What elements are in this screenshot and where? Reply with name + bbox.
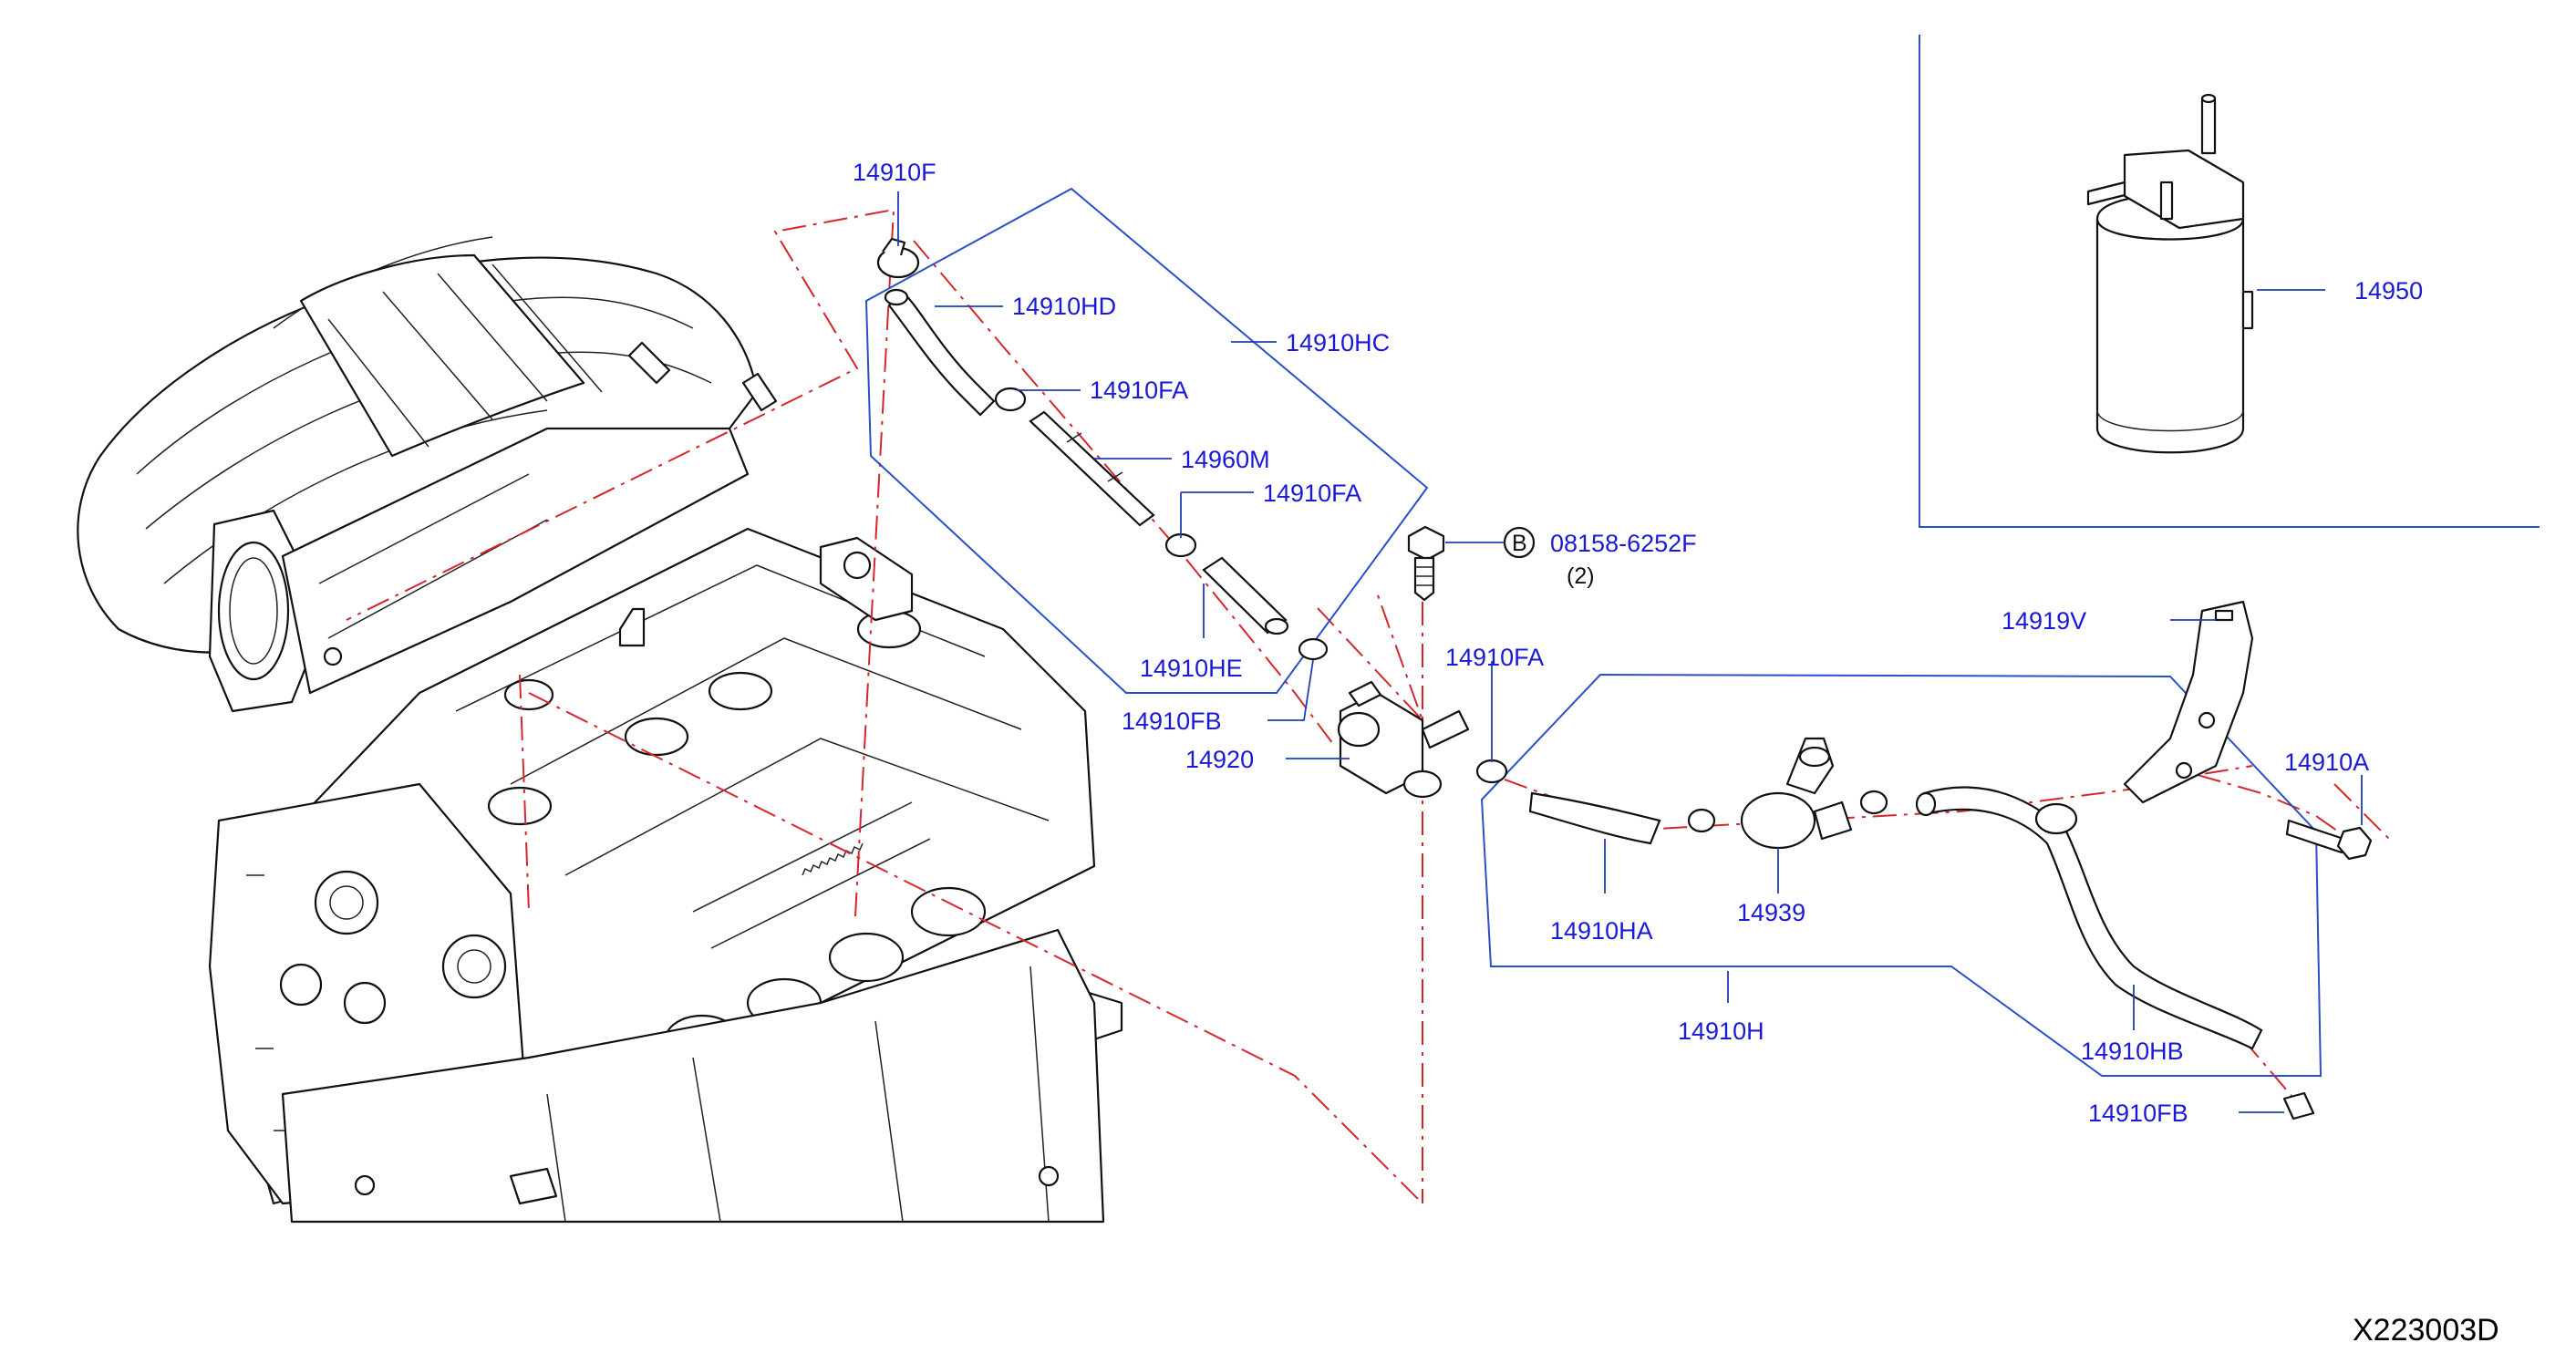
hose-14910hd	[884, 288, 996, 417]
label-14910a: 14910A	[2284, 749, 2369, 776]
bolt-08158-6252f	[1407, 525, 1445, 602]
label-14910hc: 14910HC	[1286, 329, 1390, 356]
clamp-14910fb-2	[2282, 1091, 2315, 1121]
label-14960m: 14960M	[1181, 446, 1270, 473]
clamp-14910fa-3	[1475, 759, 1508, 784]
label-14910fb-2: 14910FB	[2088, 1100, 2188, 1127]
intake-manifold	[77, 236, 778, 713]
engine-block	[208, 782, 1105, 1224]
group-outline-14910h	[1480, 673, 2323, 1077]
centerlines	[346, 208, 2390, 1204]
label-14910f: 14910F	[853, 159, 936, 186]
engine-assembly	[77, 236, 1123, 1224]
hose-14910he	[1202, 556, 1289, 635]
canister-frame	[1919, 35, 2540, 528]
label-14910ha: 14910HA	[1550, 917, 1653, 945]
label-14910fa-1: 14910FA	[1090, 377, 1188, 404]
clamp-14910ha	[1687, 808, 1716, 833]
label-14910h: 14910H	[1678, 1017, 1764, 1045]
diagram-code: X223003D	[2353, 1313, 2499, 1348]
hose-14910hb	[1915, 786, 2263, 1050]
bolt-badge-letter: B	[1512, 531, 1527, 556]
label-14910hd: 14910HD	[1012, 293, 1116, 320]
label-14920: 14920	[1185, 746, 1254, 773]
label-bolt-quantity: (2)	[1567, 563, 1595, 589]
label-14939: 14939	[1737, 899, 1805, 926]
hose-14910ha	[1528, 791, 1661, 845]
clamp-14910fa-1	[994, 387, 1027, 412]
label-14910hb: 14910HB	[2081, 1038, 2184, 1065]
label-14910fb-1: 14910FB	[1122, 707, 1222, 735]
valve-14920	[1337, 680, 1470, 799]
label-14910he: 14910HE	[1140, 655, 1243, 682]
bolt-14910a	[2285, 819, 2373, 861]
label-14910fa-2: 14910FA	[1263, 480, 1361, 507]
label-14919v: 14919V	[2002, 607, 2086, 635]
canister-14950	[2086, 93, 2254, 454]
leader-lines	[897, 191, 2363, 1113]
clamp-14910fb-1	[1298, 637, 1329, 661]
label-14910fa-3: 14910FA	[1445, 644, 1544, 671]
group-outline-14910hc	[864, 187, 1429, 694]
clamp-14939	[1859, 790, 1888, 815]
bracket-14919v	[2123, 600, 2254, 804]
label-08158-6252f: 08158-6252F	[1550, 530, 1697, 557]
label-14950: 14950	[2354, 277, 2423, 305]
valve-14939	[1740, 737, 1853, 850]
tube-14960m	[1029, 410, 1155, 527]
